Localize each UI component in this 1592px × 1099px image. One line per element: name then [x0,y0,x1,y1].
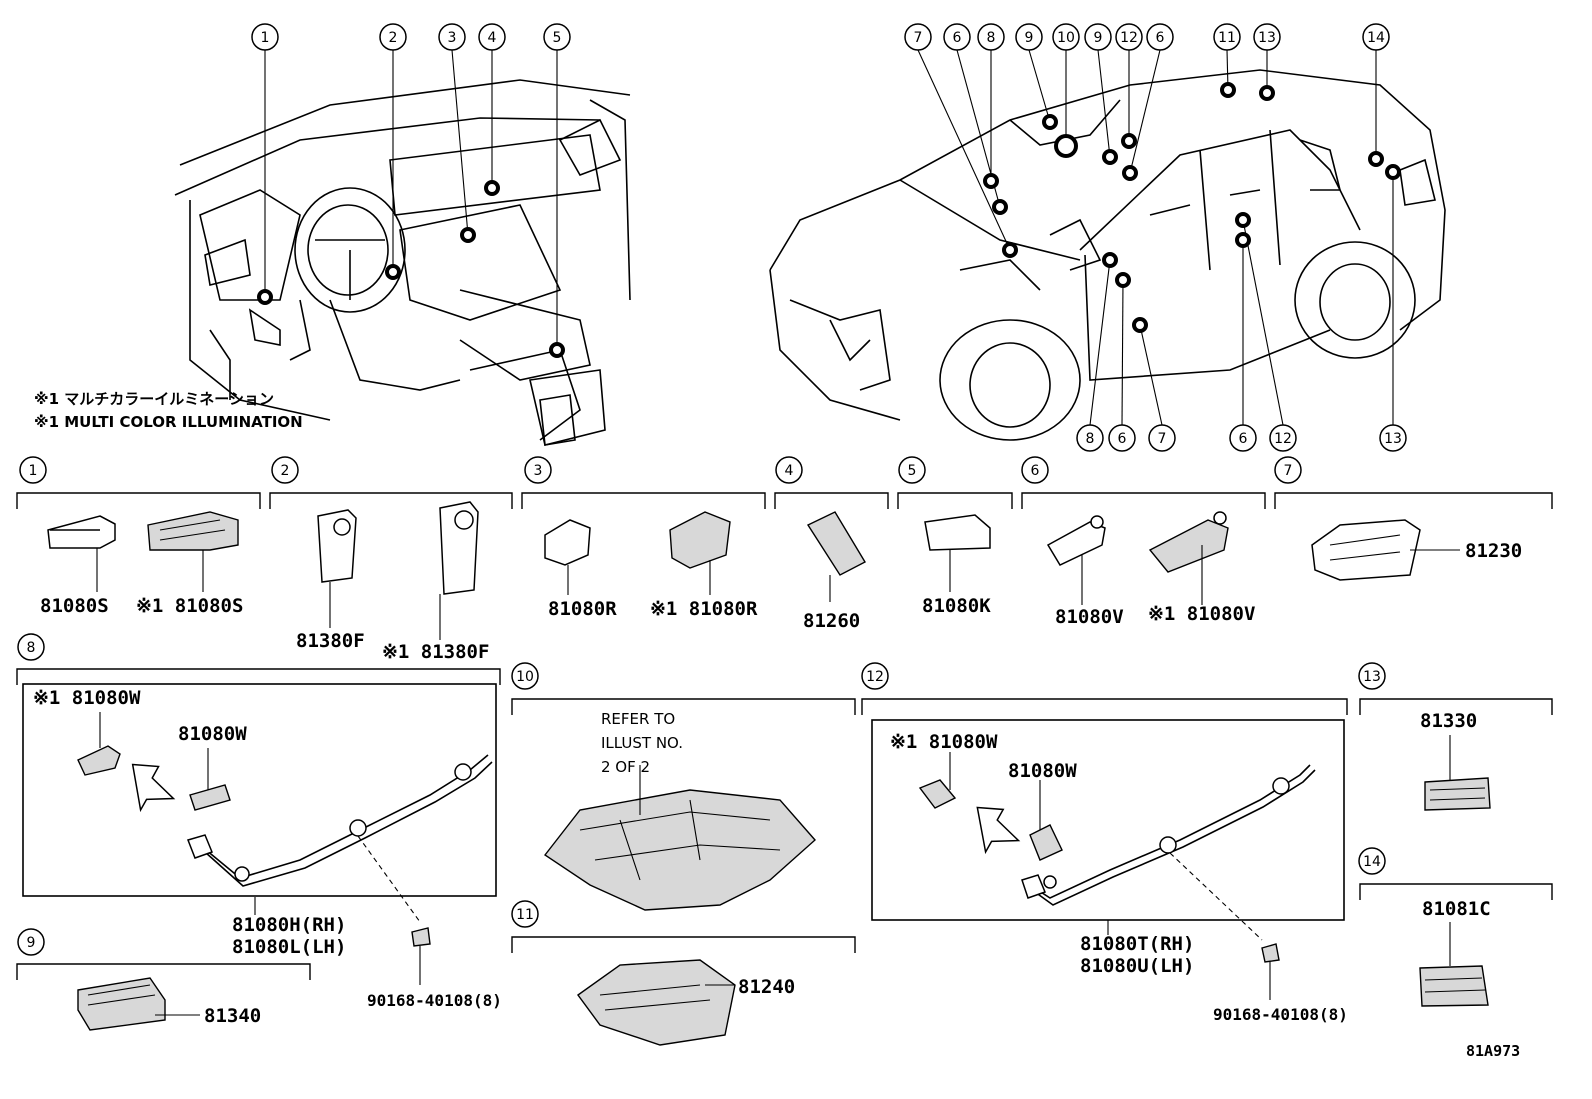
section-8: 8 [16,633,501,985]
refer-line-3: 2 OF 2 [601,758,650,776]
callout-4: 4 [488,30,497,46]
leader-lines [264,49,1394,426]
part-81080T-RH: 81080T(RH) [1080,933,1194,955]
callout-1: 1 [261,30,270,46]
location-markers [257,82,1401,358]
callout-2: 2 [389,30,398,46]
callout-9b: 9 [1094,30,1103,46]
svg-text:7: 7 [1158,431,1167,447]
section-9: 9 [16,928,311,1031]
svg-text:10: 10 [516,669,534,685]
part-90168-40108-8: 90168-40108(8) [367,991,502,1010]
callouts-vehicle-bottom: 8 6 7 6 12 13 [1076,424,1407,452]
callout-12: 12 [1120,30,1138,46]
note-jp: ※1 マルチカラーイルミネーション [34,390,274,408]
svg-text:8: 8 [1086,431,1095,447]
part-81260: 81260 [803,610,860,632]
part-81380F: 81380F [296,630,365,652]
svg-text:5: 5 [908,463,917,479]
part-81080R-multicolor: ※1 81080R [650,598,758,620]
svg-text:13: 13 [1384,431,1402,447]
callout-5: 5 [553,30,562,46]
callout-9: 9 [1025,30,1034,46]
part-81240: 81240 [738,976,795,998]
diagram-code: 81A973 [1466,1042,1520,1060]
svg-text:9: 9 [27,935,36,951]
callout-3: 3 [448,30,457,46]
part-81080V: 81080V [1055,606,1124,628]
part-1-drawings [47,511,239,592]
svg-text:1: 1 [29,463,38,479]
part-81080L-LH: 81080L(LH) [232,936,346,958]
refer-line-2: ILLUST NO. [601,734,683,752]
part-81080W-12: 81080W [1008,760,1077,782]
part-81230: 81230 [1465,540,1522,562]
part-81080W-multicolor-12: ※1 81080W [890,731,998,753]
part-3-drawings [544,511,731,595]
svg-text:11: 11 [516,907,534,923]
section-14: 14 [1358,847,1553,1007]
part-81080W-multicolor-8: ※1 81080W [33,687,141,709]
part-7-drawing [1311,519,1460,581]
section-13: 13 [1358,662,1553,811]
section-headers-row1: 1 2 3 4 5 6 7 [16,456,1553,509]
svg-text:12: 12 [866,669,884,685]
callout-6: 6 [953,30,962,46]
svg-text:2: 2 [281,463,290,479]
svg-text:8: 8 [27,640,36,656]
svg-text:13: 13 [1363,669,1381,685]
part-81080K: 81080K [922,595,991,617]
callout-7: 7 [914,30,923,46]
part-81380F-multicolor: ※1 81380F [382,641,489,663]
svg-text:6: 6 [1239,431,1248,447]
part-81340: 81340 [204,1005,261,1027]
part-2-drawings [317,501,479,640]
part-4-drawing [806,511,866,602]
part-81080W-8: 81080W [178,723,247,745]
part-90168-40108-12: 90168-40108(8) [1213,1005,1348,1024]
part-81080V-multicolor: ※1 81080V [1148,603,1255,625]
svg-text:12: 12 [1274,431,1292,447]
refer-line-1: REFER TO [601,710,675,728]
svg-text:6: 6 [1118,431,1127,447]
callout-14: 14 [1367,30,1385,46]
callout-10: 10 [1057,30,1075,46]
svg-text:3: 3 [534,463,543,479]
part-81080U-LH: 81080U(LH) [1080,955,1194,977]
section-11: 11 [511,900,856,1046]
part-6-drawings [1046,511,1229,605]
svg-text:4: 4 [785,463,794,479]
note-en: ※1 MULTI COLOR ILLUMINATION [34,413,303,431]
callout-8: 8 [987,30,996,46]
callout-11: 11 [1218,30,1236,46]
part-81080H-RH: 81080H(RH) [232,914,346,936]
svg-text:14: 14 [1363,854,1381,870]
callout-6b: 6 [1156,30,1165,46]
svg-text:6: 6 [1031,463,1040,479]
svg-text:7: 7 [1284,463,1293,479]
part-81081C: 81081C [1422,898,1491,920]
part-81080R: 81080R [548,598,617,620]
section-10: 10 [511,662,856,911]
callouts-top: 1 2 3 4 5 7 6 8 9 10 9 12 6 11 13 14 [251,23,1390,51]
part-81080S: 81080S [40,595,109,617]
part-81080S-multicolor: ※1 81080S [136,595,243,617]
callout-13: 13 [1258,30,1276,46]
vehicle-illustration [769,69,1446,441]
interior-dashboard-illustration [174,79,631,446]
part-5-drawing [924,514,991,592]
section-12: 12 [861,662,1348,1000]
part-81330: 81330 [1420,710,1477,732]
